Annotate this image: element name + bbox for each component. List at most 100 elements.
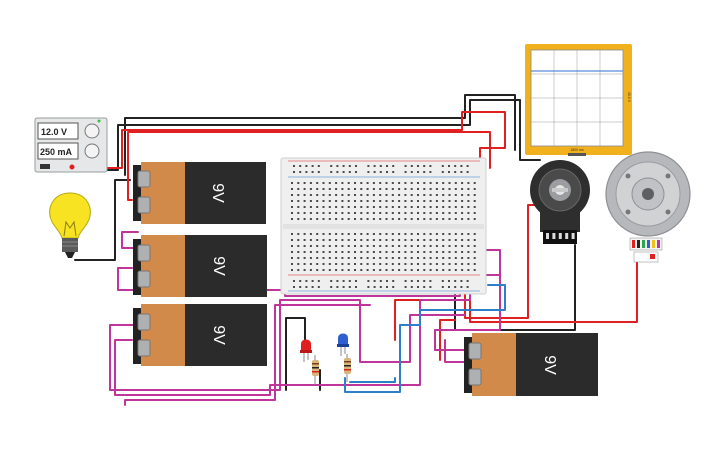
breadboard-hole[interactable] [347,269,350,271]
breadboard-hole[interactable] [423,257,426,259]
breadboard-hole[interactable] [461,194,464,196]
breadboard-hole[interactable] [442,233,445,235]
breadboard-hole[interactable] [305,286,308,288]
breadboard-hole[interactable] [322,251,325,253]
breadboard-hole[interactable] [293,165,295,167]
breadboard-hole[interactable] [398,269,401,271]
breadboard-hole[interactable] [367,171,370,173]
breadboard-hole[interactable] [328,263,331,265]
breadboard-hole[interactable] [342,286,345,288]
breadboard-hole[interactable] [379,165,382,167]
breadboard-hole[interactable] [341,182,344,184]
breadboard-hole[interactable] [366,269,369,271]
breadboard-hole[interactable] [423,251,426,253]
breadboard-hole[interactable] [435,269,438,271]
breadboard-hole[interactable] [373,171,376,173]
breadboard-hole[interactable] [473,251,476,253]
breadboard-hole[interactable] [386,165,388,167]
breadboard-hole[interactable] [410,239,413,241]
breadboard-hole[interactable] [317,165,320,167]
breadboard-hole[interactable] [461,251,464,253]
breadboard-hole[interactable] [442,188,445,190]
breadboard-hole[interactable] [423,165,426,167]
breadboard-hole[interactable] [417,257,419,259]
breadboard-hole[interactable] [291,239,293,241]
breadboard-hole[interactable] [435,257,438,259]
breadboard-hole[interactable] [379,245,382,247]
breadboard-hole[interactable] [309,263,312,265]
breadboard-hole[interactable] [448,182,451,184]
breadboard-hole[interactable] [391,194,394,196]
breadboard-hole[interactable] [316,206,319,208]
rotary-encoder[interactable] [530,160,590,244]
breadboard-hole[interactable] [367,286,370,288]
breadboard-hole[interactable] [417,263,419,265]
breadboard-hole[interactable] [347,194,350,196]
breadboard-hole[interactable] [366,245,369,247]
breadboard-hole[interactable] [410,188,413,190]
breadboard-hole[interactable] [442,245,445,247]
breadboard-hole[interactable] [341,212,344,214]
power-supply[interactable]: 12.0 V 250 mA [34,117,108,173]
breadboard-hole[interactable] [429,233,432,235]
breadboard-hole[interactable] [429,269,432,271]
breadboard-hole[interactable] [441,280,444,282]
breadboard-hole[interactable] [335,257,338,259]
breadboard-hole[interactable] [309,269,312,271]
breadboard-hole[interactable] [435,194,438,196]
breadboard-hole[interactable] [404,245,407,247]
breadboard-hole[interactable] [467,188,470,190]
breadboard-hole[interactable] [379,182,382,184]
breadboard-hole[interactable] [429,200,432,202]
breadboard-hole[interactable] [454,280,457,282]
breadboard-hole[interactable] [330,280,333,282]
breadboard-hole[interactable] [316,200,319,202]
breadboard-hole[interactable] [423,188,426,190]
breadboard-hole[interactable] [354,263,356,265]
breadboard-hole[interactable] [473,218,476,220]
breadboard-hole[interactable] [341,263,344,265]
breadboard-hole[interactable] [417,286,419,288]
breadboard-hole[interactable] [467,251,470,253]
breadboard-hole[interactable] [379,280,382,282]
breadboard-hole[interactable] [299,280,302,282]
breadboard-hole[interactable] [311,165,314,167]
breadboard-hole[interactable] [461,263,464,265]
wire-magenta[interactable] [114,284,471,396]
breadboard-hole[interactable] [335,206,338,208]
resistor[interactable] [344,354,351,382]
breadboard-hole[interactable] [372,218,375,220]
breadboard-hole[interactable] [423,233,426,235]
breadboard-hole[interactable] [461,182,464,184]
breadboard-hole[interactable] [391,263,394,265]
breadboard-hole[interactable] [410,286,413,288]
breadboard-hole[interactable] [391,206,394,208]
breadboard-hole[interactable] [335,245,338,247]
breadboard-hole[interactable] [417,188,419,190]
breadboard-hole[interactable] [354,212,356,214]
breadboard-hole[interactable] [398,200,401,202]
breadboard-hole[interactable] [291,245,293,247]
breadboard-hole[interactable] [467,263,470,265]
breadboard-hole[interactable] [328,239,331,241]
breadboard-hole[interactable] [467,233,470,235]
breadboard-hole[interactable] [448,233,451,235]
breadboard-hole[interactable] [429,239,432,241]
breadboard-hole[interactable] [342,165,345,167]
breadboard-hole[interactable] [291,188,293,190]
breadboard-hole[interactable] [429,182,432,184]
breadboard-hole[interactable] [410,165,413,167]
breadboard-hole[interactable] [341,194,344,196]
breadboard-hole[interactable] [473,245,476,247]
current-knob[interactable] [84,143,100,159]
breadboard-hole[interactable] [435,200,438,202]
wire-red[interactable] [464,204,541,319]
breadboard-hole[interactable] [429,218,432,220]
breadboard-hole[interactable] [322,269,325,271]
breadboard-hole[interactable] [372,194,375,196]
breadboard-hole[interactable] [379,206,382,208]
breadboard-hole[interactable] [366,239,369,241]
breadboard-hole[interactable] [360,218,363,220]
breadboard-hole[interactable] [293,286,295,288]
breadboard-hole[interactable] [354,245,356,247]
